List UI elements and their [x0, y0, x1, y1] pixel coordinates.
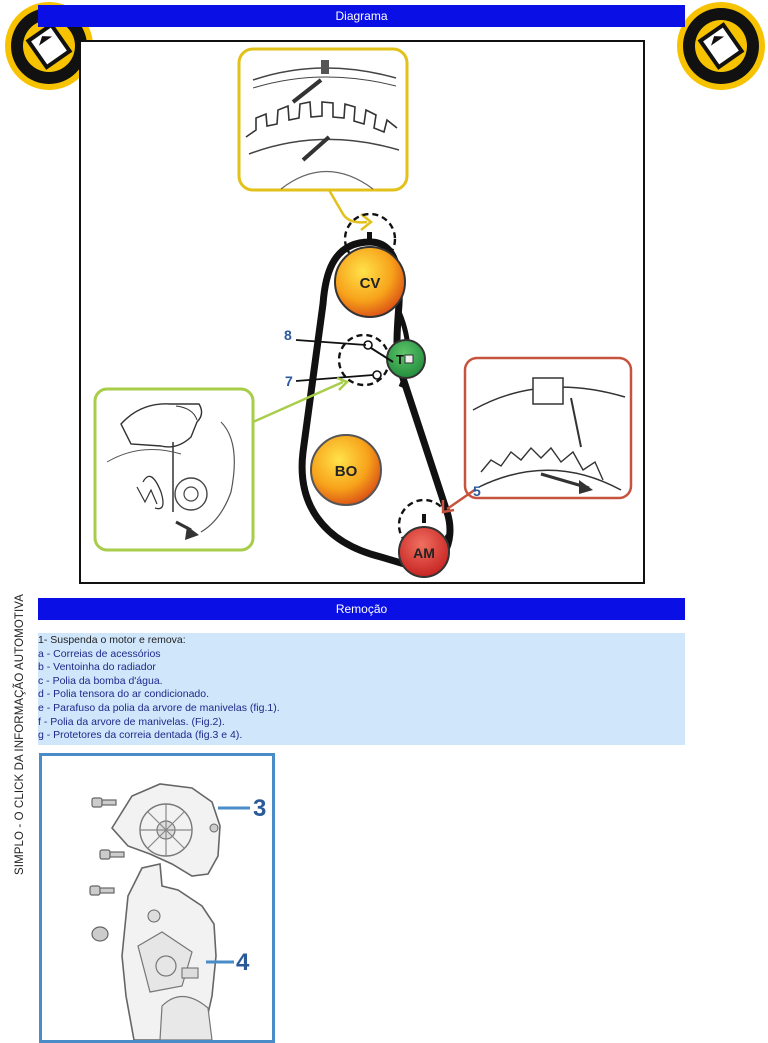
- crankshaft-pulley: AM: [398, 526, 450, 578]
- step-item-c: c - Polia da bomba d'água.: [38, 674, 163, 687]
- diagram-header: Diagrama: [38, 5, 685, 27]
- svg-text:T: T: [396, 352, 404, 367]
- detail-box-crankshaft: [463, 356, 633, 500]
- step-item-d: d - Polia tensora do ar condicionado.: [38, 688, 210, 701]
- step-item-a: a - Correias de acessórios: [38, 647, 161, 660]
- svg-text:AM: AM: [413, 545, 435, 561]
- belt-covers-figure: 3 4: [39, 753, 275, 1043]
- svg-text:BO: BO: [335, 463, 358, 480]
- removal-header: Remoção: [38, 598, 685, 620]
- step-title: 1- Suspenda o motor e remova:: [38, 634, 186, 646]
- camshaft-pulley: CV: [334, 246, 406, 318]
- step-item-f: f - Polia da arvore de manivelas. (Fig.2…: [38, 715, 225, 728]
- callout-7: 7: [285, 373, 293, 389]
- timing-belt-diagram: CV BO AM T 8 7: [79, 40, 645, 584]
- callout-5: 5: [473, 483, 481, 499]
- detail-box-camshaft: [237, 47, 409, 192]
- side-label: SIMPLO - O CLICK DA INFORMAÇÃO AUTOMOTIV…: [14, 594, 26, 875]
- callout-8: 8: [284, 327, 292, 343]
- figure-label-3: 3: [253, 795, 266, 822]
- belt-covers-drawing: 3 4: [89, 783, 266, 1040]
- water-pump-pulley: BO: [310, 434, 382, 506]
- tensioner-pulley: T: [363, 339, 426, 380]
- step-item-b: b - Ventoinha do radiador: [38, 661, 156, 674]
- figure-label-4: 4: [236, 949, 250, 976]
- diagram-drawing: CV BO AM T 8 7: [93, 47, 633, 578]
- step-item-e: e - Parafuso da polia da arvore de maniv…: [38, 701, 280, 714]
- step-item-g: g - Protetores da correia dentada (fig.3…: [38, 729, 243, 742]
- svg-text:CV: CV: [360, 275, 381, 292]
- detail-box-tensioner: [93, 387, 255, 552]
- removal-steps: 1- Suspenda o motor e remova: a - Correi…: [38, 633, 685, 745]
- pdf-xchange-seal-right[interactable]: [675, 0, 767, 92]
